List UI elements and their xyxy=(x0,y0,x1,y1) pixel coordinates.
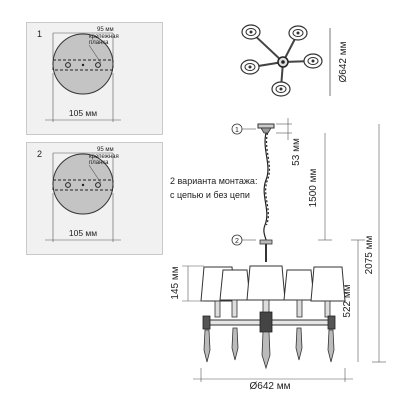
crystal-pendant xyxy=(327,329,335,363)
central-hub xyxy=(259,311,273,333)
total-height-label: 2075 мм xyxy=(364,235,375,274)
top-hub-center xyxy=(281,60,285,64)
candle-holder xyxy=(231,299,238,318)
candle-holder xyxy=(296,299,303,318)
crystal-pendant xyxy=(261,331,271,370)
callout-2-label: 2 xyxy=(235,238,239,245)
screw-hole-left xyxy=(65,62,71,68)
width-label: Ø642 мм xyxy=(250,381,291,392)
top-diameter-label: Ø642 мм xyxy=(338,41,349,82)
screw-hole-right xyxy=(95,182,101,188)
mount-panel-1-number: 1 xyxy=(37,29,42,39)
bracket-label-2: планка xyxy=(89,160,109,166)
bracket-label-1: крепежная xyxy=(89,154,119,160)
lamp-shade xyxy=(219,269,251,301)
mounting-bracket xyxy=(52,59,114,71)
finial-top xyxy=(259,239,273,245)
bracket-width-label: 95 мм xyxy=(97,27,114,33)
bracket-width-label: 95 мм xyxy=(97,147,114,153)
top-shade xyxy=(303,53,323,69)
screw-hole-right xyxy=(95,62,101,68)
candle-holder xyxy=(214,300,221,318)
shade-height-label: 145 мм xyxy=(170,266,181,299)
mount-panel-1: 1 95 мм крепежная планка 105 мм xyxy=(26,22,163,135)
body-height-label: 522 мм xyxy=(342,284,353,317)
top-shade xyxy=(241,24,261,40)
screw-hole-left xyxy=(65,182,71,188)
arm-end-cap xyxy=(327,315,336,330)
lamp-shade xyxy=(283,269,315,301)
mount-note-line1: 2 варианта монтажа: xyxy=(170,176,257,186)
arm-end-cap xyxy=(202,315,211,330)
side-view: 1 2 2 варианта монтажа: с цепью и без це… xyxy=(170,118,386,392)
callout-1-label: 1 xyxy=(235,127,239,134)
canopy-diameter-label: 105 мм xyxy=(69,228,97,238)
canopy-height-label: 53 мм xyxy=(291,138,302,166)
bracket-label-1: крепежная xyxy=(89,34,119,40)
top-shade xyxy=(271,81,291,97)
chain xyxy=(263,132,269,241)
bracket-label-2: планка xyxy=(89,40,109,46)
top-shade xyxy=(240,59,260,75)
mount-panel-2: 2 95 мм крепежная планка 105 мм xyxy=(26,142,163,255)
lamp-shade xyxy=(310,266,346,302)
mount-panel-2-drawing: 2 95 мм крепежная планка 105 мм xyxy=(37,147,121,242)
crystal-pendant xyxy=(203,329,211,363)
center-hole xyxy=(81,63,85,67)
top-view: Ø642 мм xyxy=(240,24,349,97)
bracket-leader-line xyxy=(88,44,102,64)
center-hole xyxy=(81,183,85,187)
canopy-diameter-label: 105 мм xyxy=(69,108,97,118)
candle-holder xyxy=(324,300,331,318)
top-shade xyxy=(288,25,308,41)
lamp-shade xyxy=(246,265,286,301)
bracket-leader-line xyxy=(88,164,102,184)
mount-panel-1-drawing: 1 95 мм крепежная планка 105 мм xyxy=(37,27,121,122)
chain-length-label: 1500 мм xyxy=(308,168,319,207)
mount-note-line2: с цепью и без цепи xyxy=(170,190,250,200)
crystal-pendant xyxy=(231,327,239,361)
ceiling-canopy xyxy=(257,123,275,129)
crystal-pendant xyxy=(295,327,303,361)
canopy-neck xyxy=(260,127,272,134)
mount-panel-2-number: 2 xyxy=(37,149,42,159)
mounting-bracket xyxy=(52,179,114,191)
